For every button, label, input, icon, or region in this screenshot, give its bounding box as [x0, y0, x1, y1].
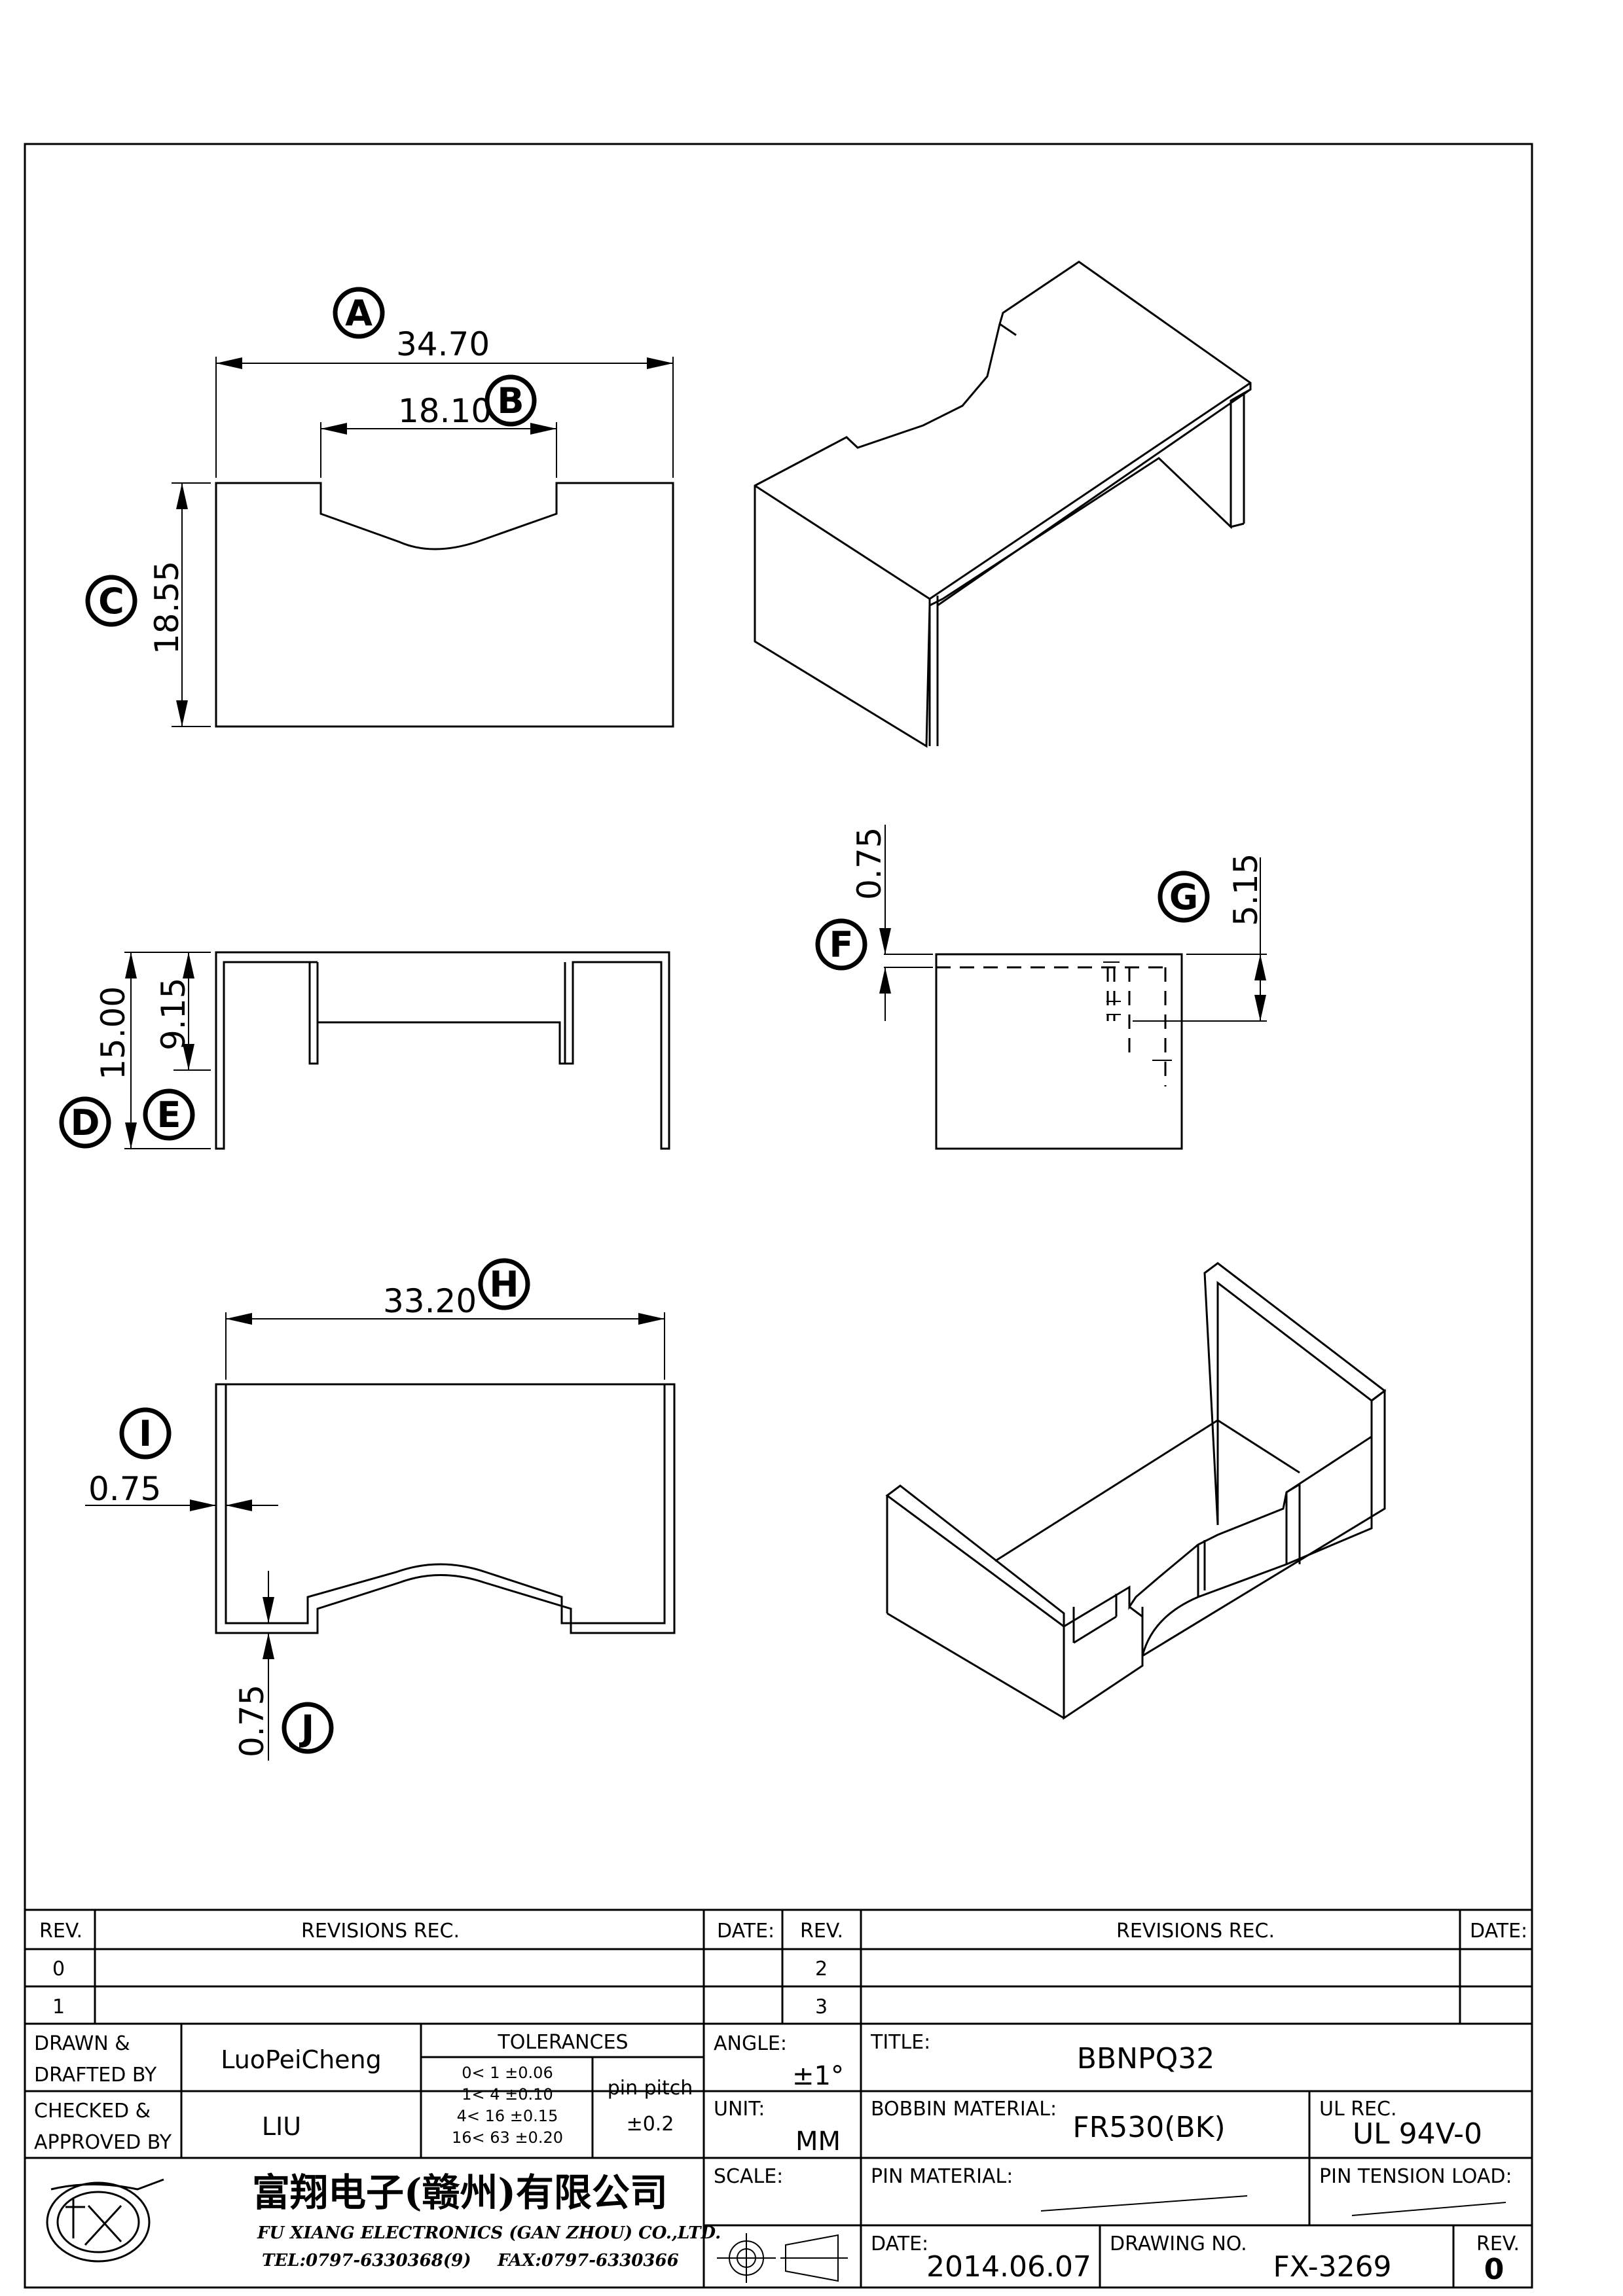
callout-f: F	[830, 924, 854, 965]
revisions-header-right: REVISIONS REC.	[1116, 1920, 1275, 1943]
top-view: 34.70 A 18.10 B 18.55 C	[85, 287, 674, 728]
pin-tension-label: PIN TENSION LOAD:	[1319, 2165, 1512, 2188]
callout-j: J	[299, 1708, 314, 1749]
title-label: TITLE:	[870, 2031, 930, 2054]
pin-pitch-label: pin pitch	[608, 2077, 693, 2100]
title-value: BBNPQ32	[1077, 2042, 1214, 2075]
callout-c: C	[98, 581, 124, 622]
checked-label-1: CHECKED &	[34, 2100, 151, 2123]
front-view: 15.00 D 9.15 E	[59, 951, 670, 1150]
tolerance-row-0: 0< 1 ±0.06	[462, 2064, 553, 2082]
date-header-left: DATE:	[717, 1920, 775, 1943]
tolerance-row-3: 16< 63 ±0.20	[452, 2128, 563, 2147]
company-logo-icon	[46, 2178, 164, 2263]
callout-h: H	[489, 1264, 519, 1305]
dim-j-value: 0.75	[233, 1685, 271, 1757]
tolerance-row-2: 4< 16 ±0.15	[457, 2107, 558, 2125]
revisions-header-left: REVISIONS REC.	[301, 1920, 460, 1943]
iso-view-top	[754, 260, 1252, 748]
dim-e-value: 9.15	[155, 978, 192, 1050]
checked-by: LIU	[262, 2112, 301, 2141]
rev-row-3: 3	[815, 1996, 828, 2018]
projection-symbol-icon	[717, 2233, 848, 2283]
unit-label: UNIT:	[714, 2098, 765, 2121]
drawn-label-2: DRAFTED BY	[34, 2064, 157, 2087]
date-header-right: DATE:	[1470, 1920, 1527, 1943]
company-fax: FAX:0797-6330366	[497, 2251, 679, 2270]
unit-value: MM	[795, 2126, 841, 2157]
dim-f-value: 0.75	[850, 827, 888, 900]
ul-rec-value: UL 94V-0	[1353, 2117, 1482, 2151]
side-view: 0.75 F 5.15 G	[815, 825, 1267, 1150]
tolerance-row-1: 1< 4 ±0.10	[462, 2085, 553, 2104]
ul-rec-label: UL REC.	[1319, 2098, 1397, 2121]
dim-b-value: 18.10	[398, 392, 492, 430]
scale-label: SCALE:	[714, 2165, 783, 2188]
dim-c-value: 18.55	[148, 561, 186, 655]
drawn-label-1: DRAWN &	[34, 2032, 130, 2055]
dim-d-value: 15.00	[94, 986, 132, 1080]
tolerances-header: TOLERANCES	[497, 2031, 628, 2054]
callout-a: A	[345, 293, 373, 334]
pin-material-label: PIN MATERIAL:	[871, 2165, 1013, 2188]
iso-view-bottom	[885, 1262, 1387, 1720]
drawing-no-label: DRAWING NO.	[1110, 2233, 1247, 2255]
rev-header-right: REV.	[800, 1920, 843, 1943]
checked-label-2: APPROVED BY	[34, 2131, 172, 2154]
callout-b: B	[497, 380, 524, 422]
bottom-view: 33.20 H 0.75 I 0.75 J	[85, 1258, 676, 1761]
dim-h-value: 33.20	[383, 1282, 477, 1320]
rev-row-1: 1	[52, 1996, 65, 2018]
bobbin-material-label: BOBBIN MATERIAL:	[871, 2098, 1057, 2121]
angle-label: ANGLE:	[714, 2032, 787, 2055]
pin-pitch-value: ±0.2	[627, 2113, 674, 2136]
company-name-cn: 富翔电子(赣州)有限公司	[252, 2170, 668, 2215]
drawing-no-value: FX-3269	[1273, 2250, 1391, 2284]
callout-e: E	[157, 1094, 181, 1136]
callout-d: D	[71, 1102, 100, 1143]
rev-value: 0	[1484, 2253, 1504, 2286]
callout-g: G	[1169, 876, 1198, 918]
callout-i: I	[139, 1413, 152, 1454]
dim-i-value: 0.75	[88, 1470, 161, 1508]
drawn-by: LuoPeiCheng	[221, 2045, 382, 2074]
rev-label: REV.	[1476, 2233, 1520, 2255]
rev-header-left: REV.	[39, 1920, 82, 1943]
title-block: REV. REVISIONS REC. DATE: REV. REVISIONS…	[25, 1909, 1532, 2287]
angle-value: ±1°	[792, 2061, 844, 2091]
dim-g-value: 5.15	[1227, 853, 1265, 926]
sheet-border	[24, 143, 1533, 2289]
dim-a-value: 34.70	[396, 325, 490, 363]
company-name-en: FU XIANG ELECTRONICS (GAN ZHOU) CO.,LTD.	[257, 2223, 721, 2243]
rev-row-0: 0	[52, 1958, 65, 1981]
rev-row-2: 2	[815, 1958, 828, 1981]
date-value: 2014.06.07	[926, 2250, 1091, 2284]
company-tel: TEL:0797-6330368(9)	[262, 2251, 471, 2270]
date-label: DATE:	[871, 2233, 928, 2255]
bobbin-material-value: FR530(BK)	[1072, 2111, 1225, 2144]
